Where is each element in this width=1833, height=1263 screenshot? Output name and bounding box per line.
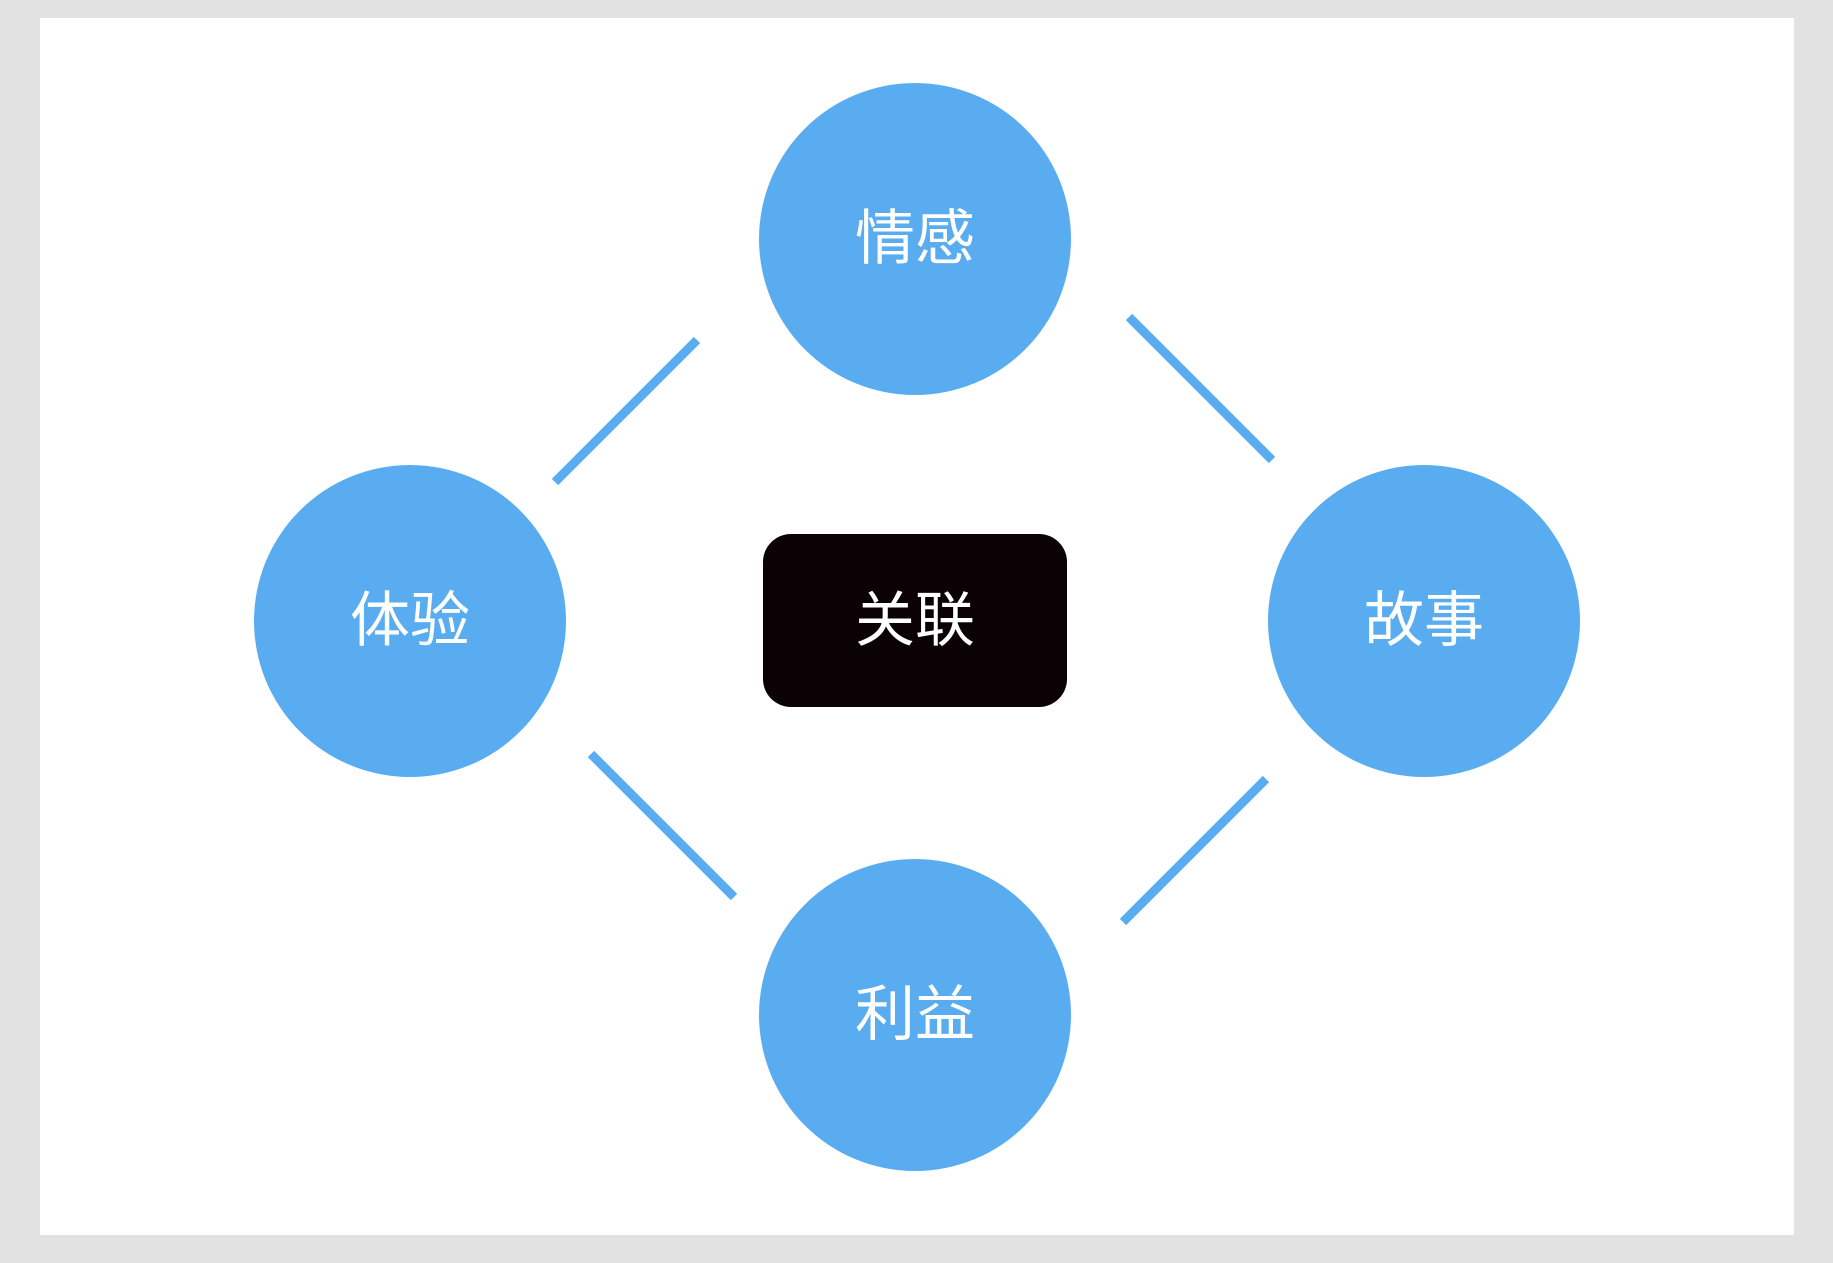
node-bottom-circle — [759, 859, 1071, 1171]
center-node: 关联 — [763, 534, 1067, 707]
node-bottom-label: 利益 — [855, 980, 975, 1050]
node-bottom: 利益 — [759, 859, 1071, 1171]
connector-bottom-right — [1119, 775, 1270, 926]
connector-left-bottom — [587, 750, 738, 901]
node-left-circle — [254, 465, 566, 777]
center-box — [763, 534, 1067, 707]
node-top-circle — [759, 83, 1071, 395]
node-right: 故事 — [1268, 465, 1580, 777]
node-top: 情感 — [759, 83, 1071, 395]
node-left-label: 体验 — [350, 586, 470, 656]
node-top-label: 情感 — [855, 204, 975, 274]
connector-top-right — [1125, 313, 1276, 464]
node-left: 体验 — [254, 465, 566, 777]
node-right-circle — [1268, 465, 1580, 777]
center-label: 关联 — [855, 586, 975, 656]
connector-left-top — [551, 336, 701, 486]
node-right-label: 故事 — [1364, 586, 1484, 656]
